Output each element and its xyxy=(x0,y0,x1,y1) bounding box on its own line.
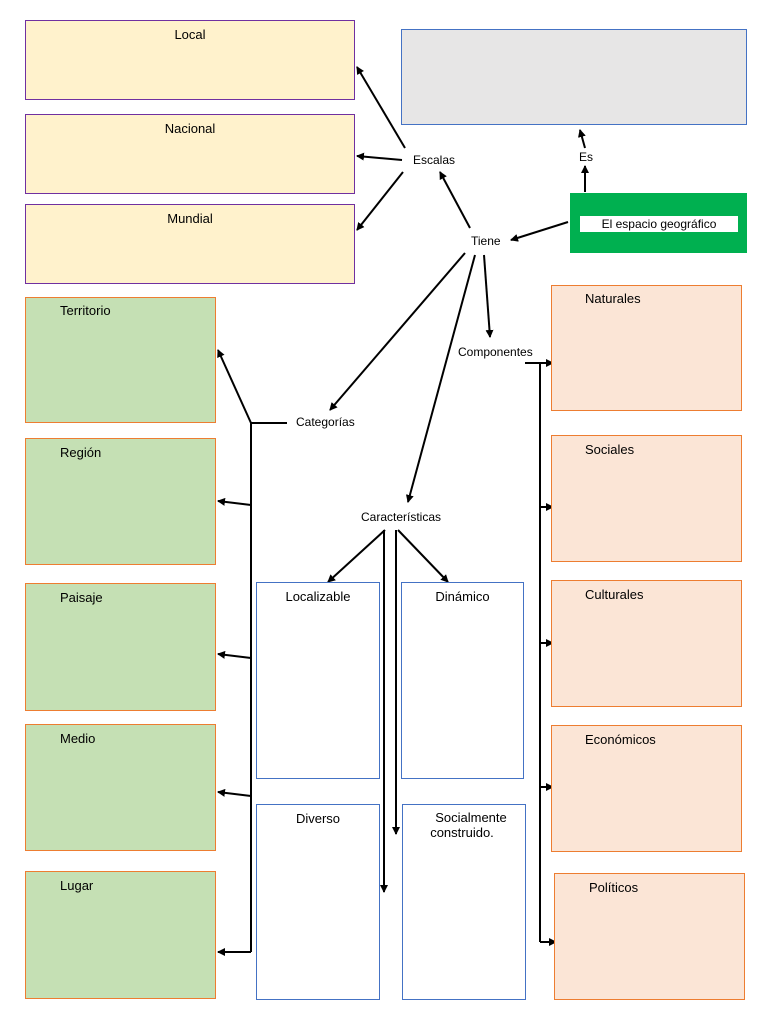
characteristic-label-line2: construido. xyxy=(430,825,494,840)
component-box-culturales: Culturales xyxy=(551,580,742,707)
definition-box xyxy=(401,29,747,125)
category-label: Lugar xyxy=(60,878,94,893)
component-box-naturales: Naturales xyxy=(551,285,742,411)
characteristic-box-diverso: Diverso xyxy=(256,804,380,1000)
arrow-es-definition xyxy=(578,129,586,149)
label-componentes: Componentes xyxy=(458,345,533,359)
characteristic-box-localizable: Localizable xyxy=(256,582,380,779)
arrow-tiene-caracteristicas xyxy=(405,254,476,503)
component-box-economicos: Económicos xyxy=(551,725,742,852)
arrow-tiene-escalas xyxy=(439,171,471,229)
component-label: Sociales xyxy=(585,442,635,457)
category-box-territorio: Territorio xyxy=(25,297,216,423)
category-label: Territorio xyxy=(60,303,111,318)
category-box-region: Región xyxy=(25,438,216,565)
arrow-escalas-nacional xyxy=(356,152,403,161)
category-label: Región xyxy=(60,445,102,460)
characteristic-box-socialmente-construido: Socialmente construido. xyxy=(402,804,526,1000)
category-box-paisaje: Paisaje xyxy=(25,583,216,711)
arrow-tiene-categorias xyxy=(329,252,466,411)
component-label: Culturales xyxy=(585,587,644,602)
arrow-car-dinamico xyxy=(397,529,449,583)
arrow-cat-paisaje xyxy=(217,650,252,659)
scale-label: Nacional xyxy=(164,121,216,136)
label-tiene: Tiene xyxy=(471,234,501,248)
category-box-lugar: Lugar xyxy=(25,871,216,999)
arrow-escalas-mundial xyxy=(356,171,404,231)
characteristic-label: Localizable xyxy=(285,589,351,604)
category-label: Medio xyxy=(60,731,96,746)
scale-box-nacional: Nacional xyxy=(25,114,355,194)
arrow-cat-territorio xyxy=(217,349,252,424)
arrow-cat-medio xyxy=(217,788,252,797)
scale-box-mundial: Mundial xyxy=(25,204,355,284)
scale-label: Local xyxy=(174,27,206,42)
category-box-medio: Medio xyxy=(25,724,216,851)
arrow-car-localizable xyxy=(327,529,386,583)
arrow-main-tiene xyxy=(510,221,569,242)
characteristic-box-dinamico: Dinámico xyxy=(401,582,524,779)
scale-box-local: Local xyxy=(25,20,355,100)
label-es: Es xyxy=(579,150,594,164)
arrow-cat-region xyxy=(217,497,252,506)
label-categorias: Categorías xyxy=(296,415,355,429)
main-concept-title: El espacio geográfico xyxy=(580,216,738,232)
component-label: Políticos xyxy=(589,880,639,895)
characteristic-label: Diverso xyxy=(295,811,341,826)
category-label: Paisaje xyxy=(60,590,103,605)
main-concept-box: El espacio geográfico xyxy=(570,193,747,253)
component-label: Naturales xyxy=(585,291,641,306)
characteristic-label-line1: Socialmente xyxy=(435,810,507,825)
label-escalas: Escalas xyxy=(413,153,456,167)
component-box-sociales: Sociales xyxy=(551,435,742,562)
arrow-escalas-local xyxy=(356,66,406,149)
scale-label: Mundial xyxy=(167,211,213,226)
arrow-tiene-componentes xyxy=(483,254,494,338)
component-box-politicos: Políticos xyxy=(554,873,745,1000)
label-caracteristicas: Características xyxy=(361,510,442,524)
component-label: Económicos xyxy=(585,732,656,747)
characteristic-label: Dinámico xyxy=(435,589,490,604)
